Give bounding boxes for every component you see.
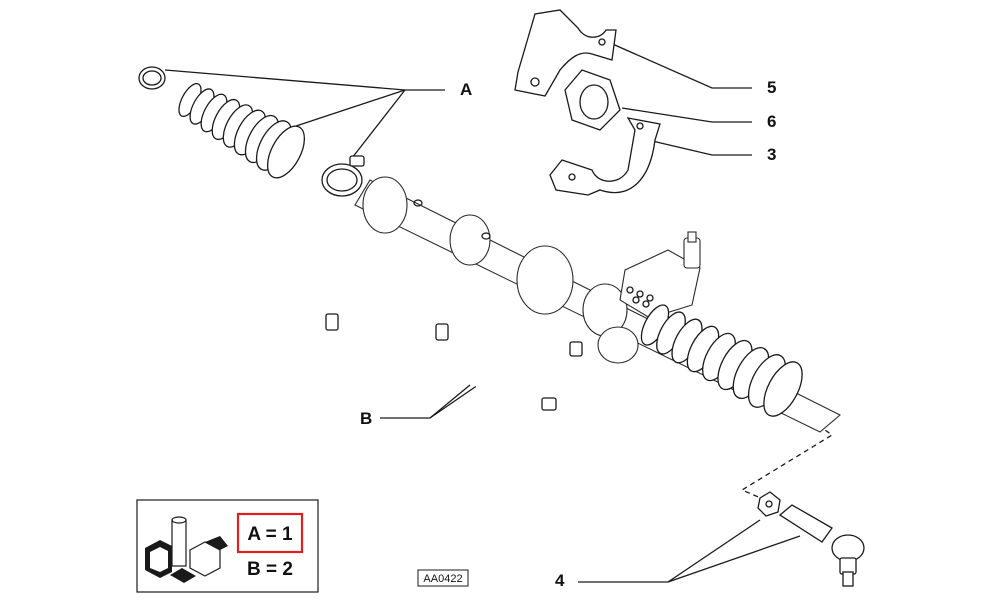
legend-highlight [236,512,304,554]
drawing-code: AA0422 [423,573,462,585]
callout-B: B [360,409,372,428]
legend-line-2: B = 2 [247,559,293,580]
callout-3: 3 [767,145,776,164]
mounting-bracket-lower [549,117,661,196]
clip-ring [138,66,166,90]
callout-4: 4 [555,571,565,590]
callout-6: 6 [767,112,776,131]
callout-A: A [460,80,472,99]
bellows-ring [763,361,803,417]
rack-bellows-boot [640,304,803,417]
bellows-boot [178,83,306,179]
mounting-clamp-upper [514,9,617,97]
hydraulic-pipes [325,297,583,411]
drawing-code-box: AA0422 [417,569,469,587]
rubber-bushing [564,69,621,131]
hose-clamp [321,155,365,197]
legend-line-1: A = 1 [247,524,293,545]
bellows-ring [266,125,306,179]
callout-5: 5 [767,78,776,97]
quantity-legend: A = 1 B = 2 [136,499,319,593]
leader-lines [164,41,834,583]
parts-boxes-icon [145,516,228,583]
tie-rod-end [757,491,865,587]
